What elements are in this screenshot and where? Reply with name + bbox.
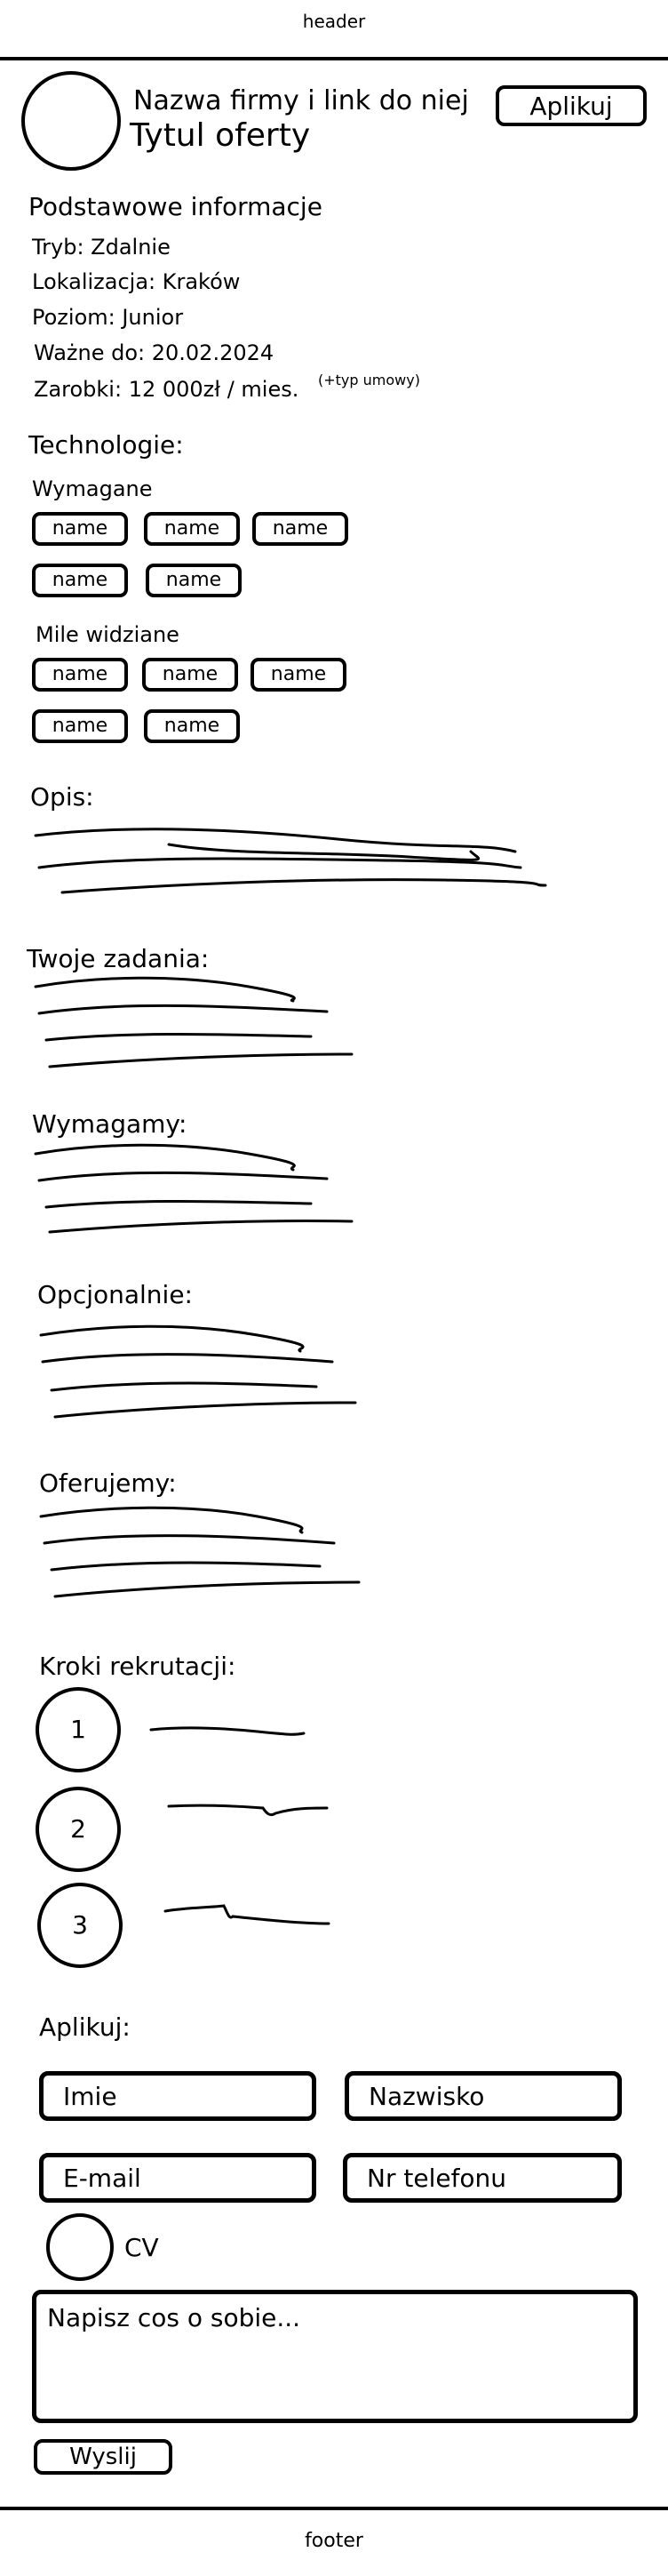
email-input[interactable] <box>39 2153 316 2203</box>
required-tech-heading: Wymagane <box>32 476 153 501</box>
required-tech-chip: name <box>146 564 242 597</box>
description-heading: Opis: <box>30 782 94 812</box>
nice-tech-chip: name <box>142 658 238 692</box>
last-name-input[interactable] <box>345 2071 622 2121</box>
recruitment-step-2: 2 <box>36 1787 121 1872</box>
offer-scribble <box>39 1506 361 1598</box>
tasks-heading: Twoje zadania: <box>27 944 210 973</box>
requirements-scribble <box>34 1143 354 1234</box>
nice-tech-chip: name <box>144 709 240 743</box>
apply-button[interactable]: Aplikuj <box>496 85 647 126</box>
nice-tech-chip: name <box>32 658 128 692</box>
footer-divider <box>0 2507 668 2510</box>
header-label: header <box>302 11 366 32</box>
nice-tech-chip: name <box>32 709 128 743</box>
info-salary: Zarobki: 12 000zł / mies. <box>34 377 299 402</box>
cv-upload-button[interactable] <box>46 2213 114 2281</box>
info-valid-until: Ważne do: 20.02.2024 <box>34 340 274 365</box>
required-tech-chip: name <box>32 512 128 546</box>
submit-button[interactable]: Wyslij <box>34 2439 172 2475</box>
cv-label: CV <box>124 2233 159 2262</box>
job-title: Tytul oferty <box>130 117 311 154</box>
recruitment-step-scribbles <box>149 1726 330 1925</box>
tasks-scribble <box>34 976 354 1068</box>
optional-heading: Opcjonalnie: <box>37 1280 193 1309</box>
phone-input[interactable] <box>343 2153 622 2203</box>
info-mode: Tryb: Zdalnie <box>32 235 171 260</box>
footer-label: footer <box>305 2530 363 2552</box>
basic-info-heading: Podstawowe informacje <box>28 192 322 221</box>
recruitment-step-1: 1 <box>36 1687 121 1772</box>
optional-scribble <box>39 1324 357 1419</box>
required-tech-chip: name <box>144 512 240 546</box>
about-me-textarea[interactable] <box>32 2290 638 2423</box>
nice-tech-heading: Mile widziane <box>36 622 179 647</box>
technologies-heading: Technologie: <box>28 430 184 460</box>
company-link[interactable]: Nazwa firmy i link do niej <box>133 85 469 116</box>
recruitment-heading: Kroki rekrutacji: <box>39 1652 236 1681</box>
nice-tech-chip: name <box>250 658 346 692</box>
requirements-heading: Wymagamy: <box>32 1109 187 1139</box>
contract-type-note: (+typ umowy) <box>318 372 420 388</box>
apply-form-heading: Aplikuj: <box>39 2012 131 2042</box>
info-location: Lokalizacja: Kraków <box>32 269 241 294</box>
recruitment-step-3: 3 <box>37 1883 123 1968</box>
first-name-input[interactable] <box>39 2071 316 2121</box>
company-logo <box>21 71 121 171</box>
required-tech-chip: name <box>32 564 128 597</box>
required-tech-chip: name <box>252 512 348 546</box>
header-divider <box>0 57 668 60</box>
offer-heading: Oferujemy: <box>39 1468 177 1498</box>
description-scribble <box>34 828 547 894</box>
info-level: Poziom: Junior <box>32 305 184 330</box>
